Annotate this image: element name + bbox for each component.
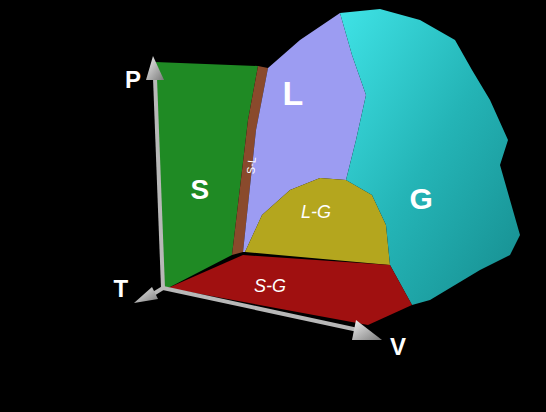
region-label: S bbox=[191, 176, 210, 204]
liquid-gas-dome: L-G bbox=[245, 178, 390, 265]
region-label: L-G bbox=[301, 203, 331, 221]
region-label: G bbox=[410, 184, 433, 214]
solid-region-shape bbox=[155, 62, 258, 287]
solid-gas-region-shape bbox=[168, 255, 412, 325]
region-label: S-L bbox=[245, 156, 258, 174]
region-label: S-G bbox=[254, 277, 286, 295]
volume-axis-label: V bbox=[390, 335, 406, 359]
solid-liquid-strip: S-L bbox=[232, 66, 268, 255]
region-label: L bbox=[283, 76, 304, 110]
liquid-gas-dome-shape bbox=[245, 178, 390, 265]
temperature-axis-label: T bbox=[114, 277, 129, 301]
gas-region: G bbox=[340, 9, 520, 305]
pressure-axis-label: P bbox=[125, 68, 141, 92]
gas-region-shape bbox=[340, 9, 520, 305]
t-axis bbox=[134, 287, 163, 303]
solid-region: S bbox=[155, 62, 258, 287]
solid-gas-region: S-G bbox=[168, 255, 412, 325]
